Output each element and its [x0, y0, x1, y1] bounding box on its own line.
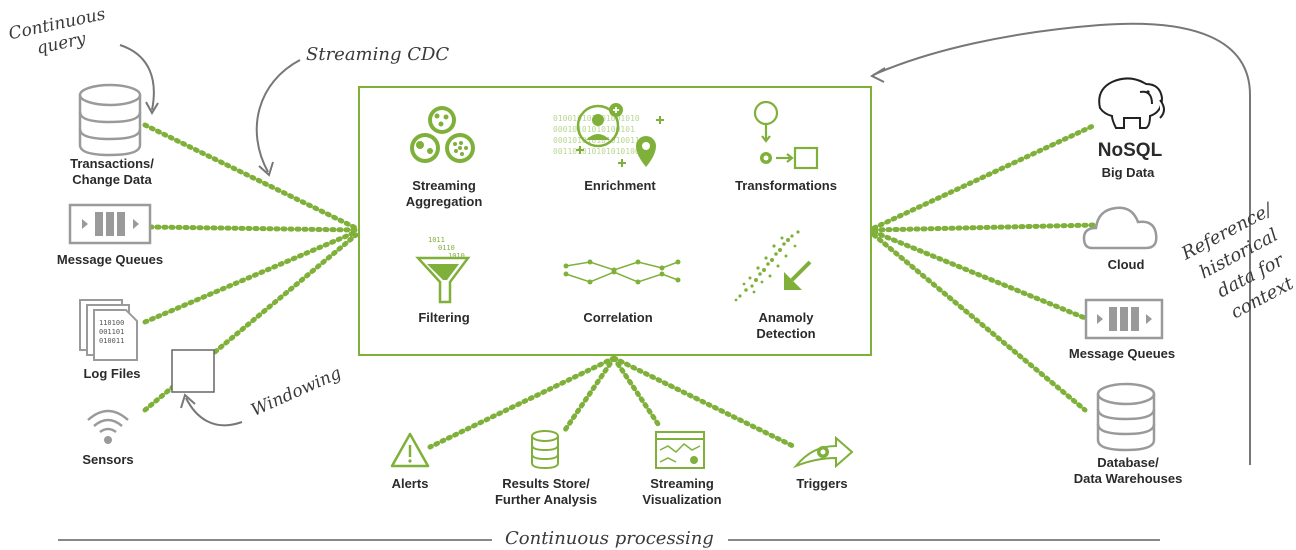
big-data-label: Big Data — [1101, 165, 1155, 180]
alerts-label: Alerts — [391, 476, 429, 491]
target-message-queues-label: Message Queues — [1068, 346, 1176, 361]
streaming-aggregation-label: Streaming Aggregation — [405, 178, 483, 209]
sensors-label: Sensors — [82, 452, 134, 467]
filtering-label: Filtering — [418, 310, 470, 325]
correlation-label: Correlation — [583, 310, 653, 325]
continuous-processing-annotation: Continuous processing — [505, 528, 714, 549]
enrichment-label: Enrichment — [584, 178, 656, 193]
nosql-title: NoSQL — [1097, 140, 1163, 161]
filter-bits: 1011 0110 1010 — [428, 236, 465, 260]
streaming-cdc-arrow — [255, 59, 301, 173]
transformations-label: Transformations — [735, 178, 837, 193]
log-digits: 110100 001101 010011 — [99, 319, 125, 345]
anomaly-label: Anamoly Detection — [756, 310, 816, 341]
results-store-label: Results Store/ Further Analysis — [494, 476, 598, 507]
database-warehouses-label: Database/ Data Warehouses — [1073, 455, 1183, 486]
reference-arrow — [872, 22, 1251, 465]
triggers-label: Triggers — [796, 476, 848, 491]
cloud-label: Cloud — [1107, 257, 1145, 272]
windowing-arrow — [185, 397, 243, 427]
continuous-query-arrow — [119, 44, 155, 111]
transactions-label: Transactions/ Change Data — [70, 156, 154, 187]
log-files-label: Log Files — [83, 366, 141, 381]
message-queues-label: Message Queues — [56, 252, 164, 267]
streaming-cdc-annotation: Streaming CDC — [306, 44, 450, 65]
streaming-visualization-label: Streaming Visualization — [642, 476, 722, 507]
